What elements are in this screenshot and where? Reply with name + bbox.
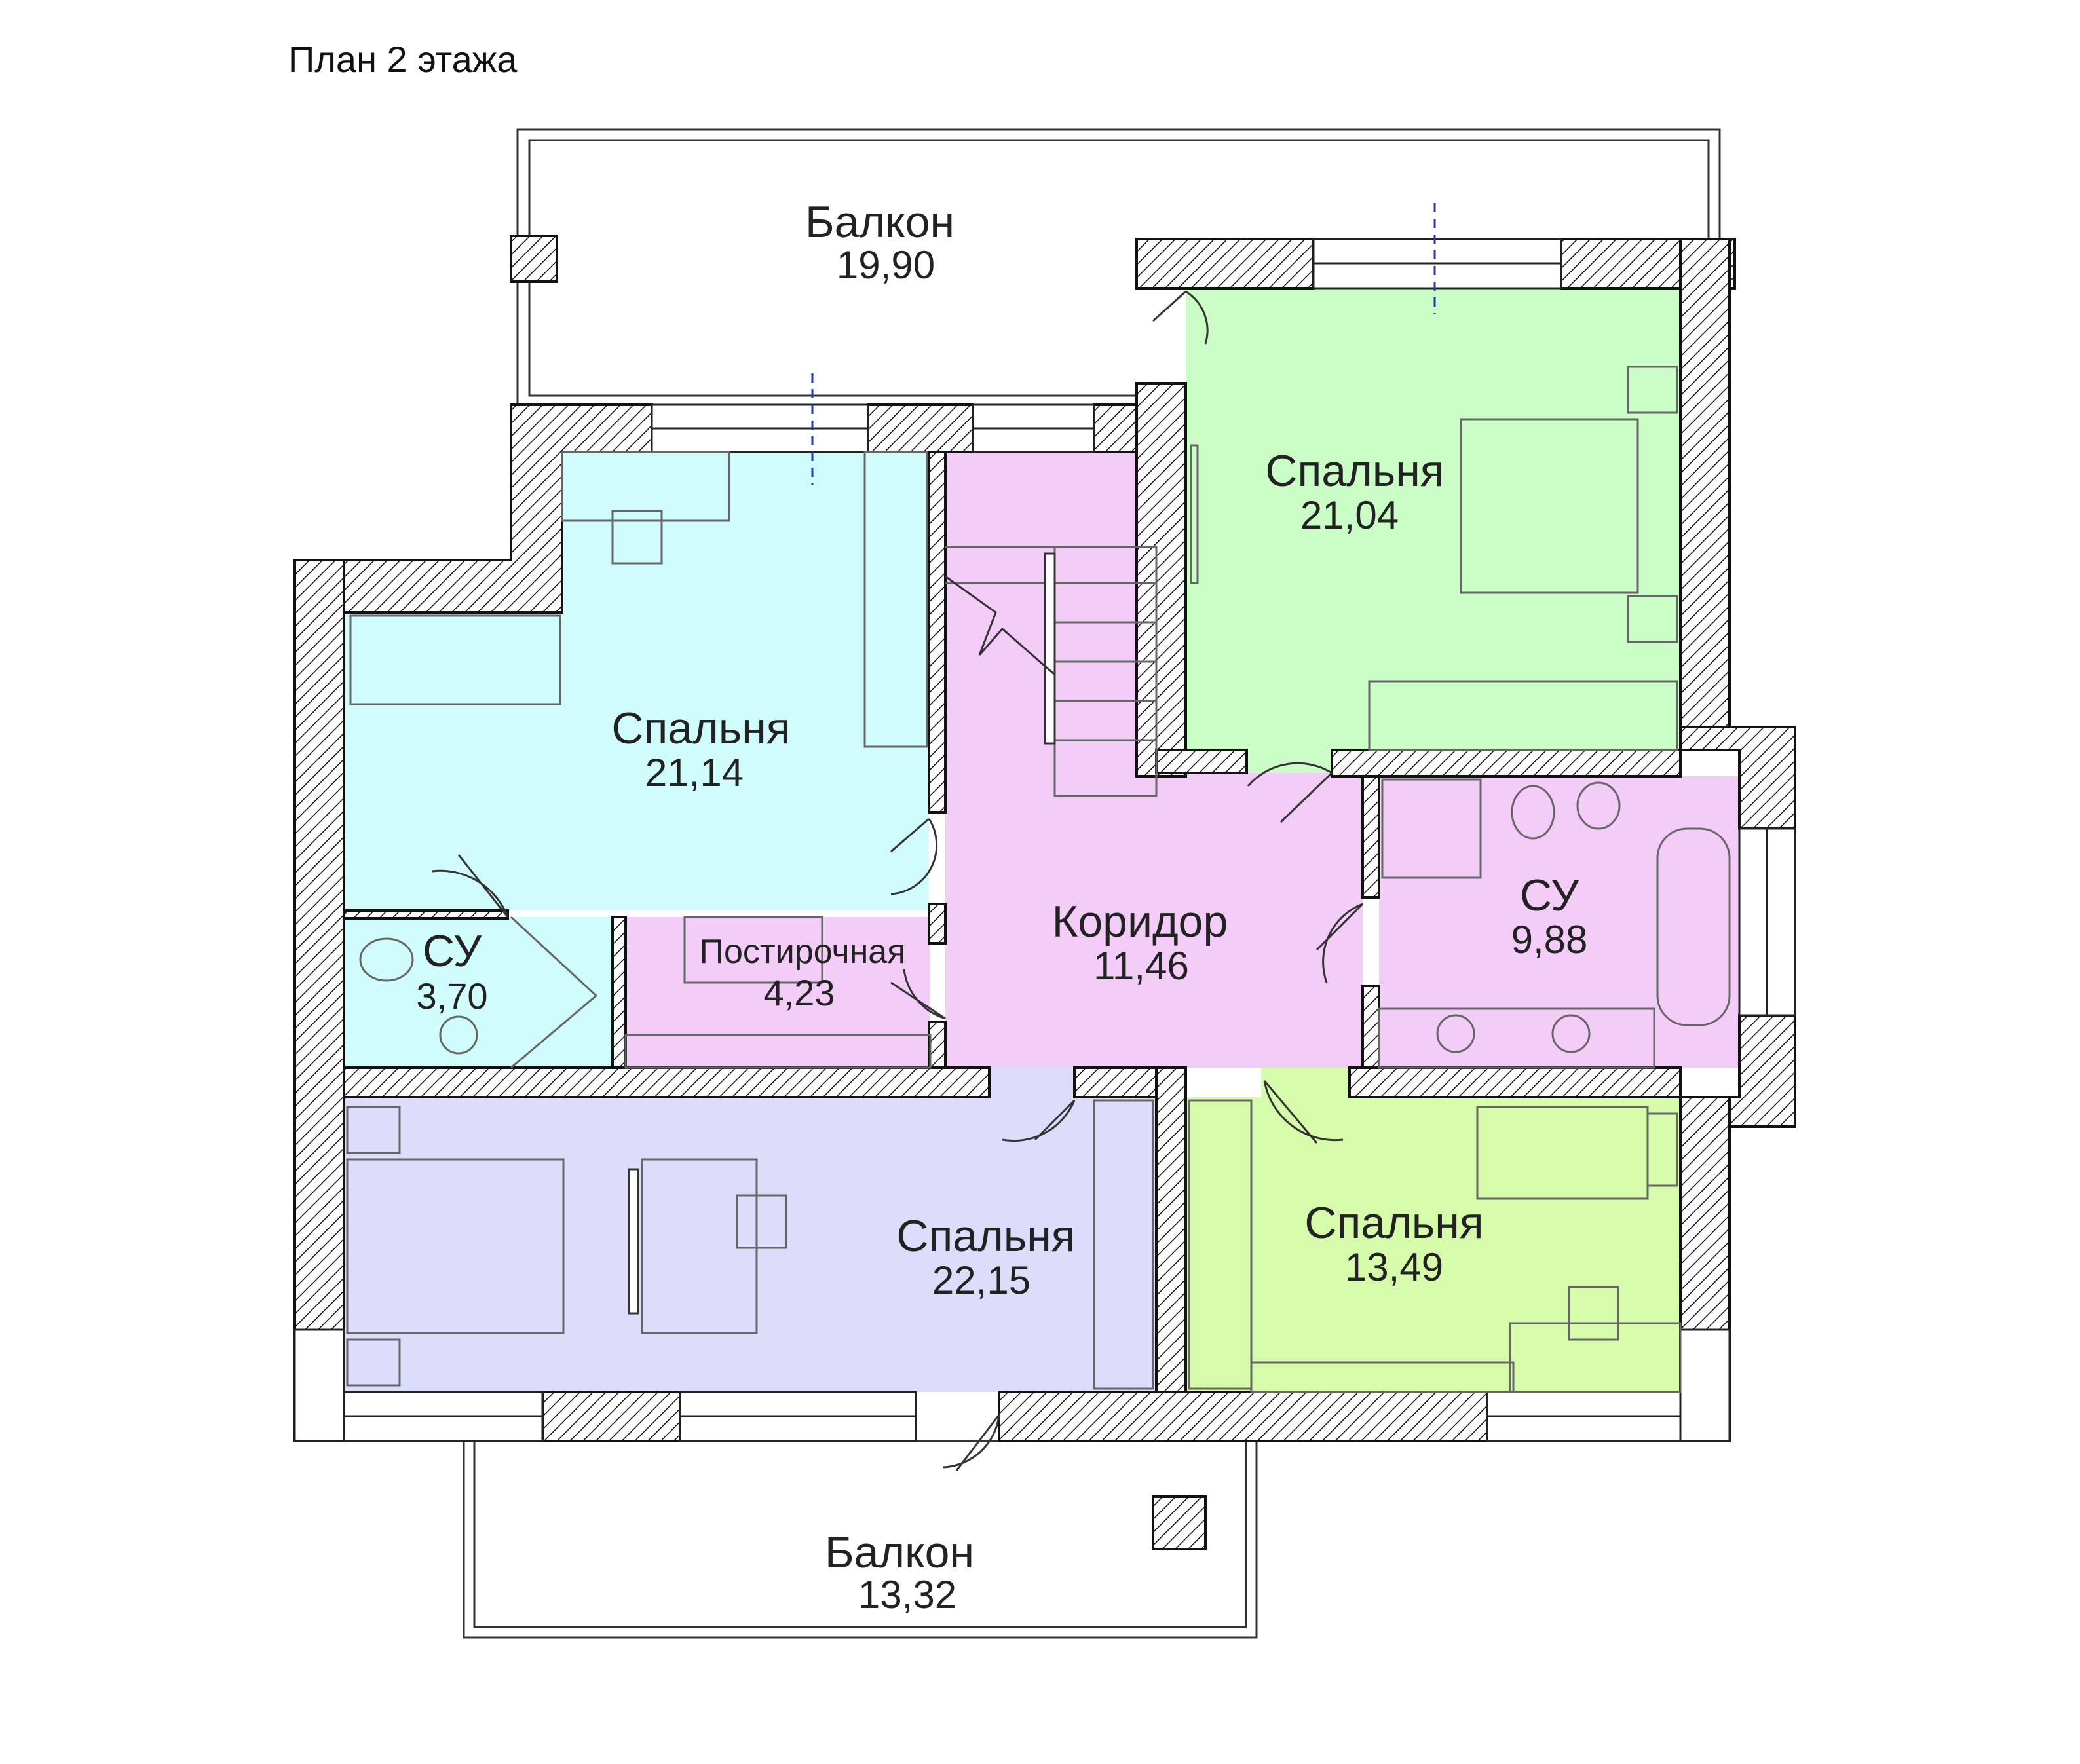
bedroom-sw-fill xyxy=(344,1068,1156,1392)
laundry-name: Постирочная xyxy=(700,933,906,971)
wardrobe xyxy=(863,451,928,748)
bath-large-name: СУ xyxy=(1520,871,1579,920)
chair xyxy=(736,1194,787,1249)
bedroom-nw-name: Спальня xyxy=(611,704,790,753)
desk xyxy=(641,1158,758,1334)
toilet xyxy=(1511,785,1555,840)
bedroom-nw-fill xyxy=(344,452,929,910)
bedroom-se-name: Спальня xyxy=(1304,1198,1483,1248)
bed xyxy=(1460,418,1639,594)
wardrobe xyxy=(1093,1099,1154,1390)
shower xyxy=(1381,778,1482,879)
bedroom-sw-area: 22,15 xyxy=(932,1258,1031,1302)
desk xyxy=(1509,1322,1682,1393)
balcony-top-area: 19,90 xyxy=(837,243,935,287)
chair xyxy=(611,510,663,565)
bed xyxy=(346,1158,565,1334)
bedroom-ne-area: 21,04 xyxy=(1300,493,1399,537)
furniture xyxy=(346,366,1731,1393)
wardrobe xyxy=(1188,1099,1253,1390)
balcony-top-name: Балкон xyxy=(805,197,955,247)
bath-small-area: 3,70 xyxy=(417,975,488,1017)
desk xyxy=(561,451,730,522)
plan-title: План 2 этажа xyxy=(288,39,518,80)
doors xyxy=(432,290,1364,1471)
chair xyxy=(1568,1286,1619,1341)
bedroom-ne-name: Спальня xyxy=(1265,446,1444,496)
bidet xyxy=(1576,781,1621,830)
bathtub xyxy=(1656,827,1731,1026)
laundry-area: 4,23 xyxy=(764,972,835,1013)
balcony-bottom-area: 13,32 xyxy=(858,1573,956,1617)
room-labels: Балкон 19,90 Спальня 21,14 Спальня 21,04… xyxy=(417,197,1588,1617)
bedroom-sw-name: Спальня xyxy=(896,1211,1075,1261)
corridor-area: 11,46 xyxy=(1093,944,1189,988)
corridor-name: Коридор xyxy=(1052,897,1228,947)
bath-large-area: 9,88 xyxy=(1511,918,1588,962)
laundry-fill xyxy=(626,917,930,1068)
balcony-bottom-name: Балкон xyxy=(825,1528,974,1577)
bedroom-se-area: 13,49 xyxy=(1345,1245,1443,1289)
wardrobe xyxy=(1368,680,1678,751)
staircase xyxy=(945,546,1158,797)
bedroom-se-fill xyxy=(1186,1068,1680,1392)
balcony-bottom xyxy=(463,1440,1258,1639)
bath-small-fill xyxy=(344,917,613,1068)
bed xyxy=(349,614,561,705)
bath-small-name: СУ xyxy=(423,926,482,976)
bedroom-nw-area: 21,14 xyxy=(645,751,744,795)
bedroom-ne-fill xyxy=(1186,288,1680,773)
